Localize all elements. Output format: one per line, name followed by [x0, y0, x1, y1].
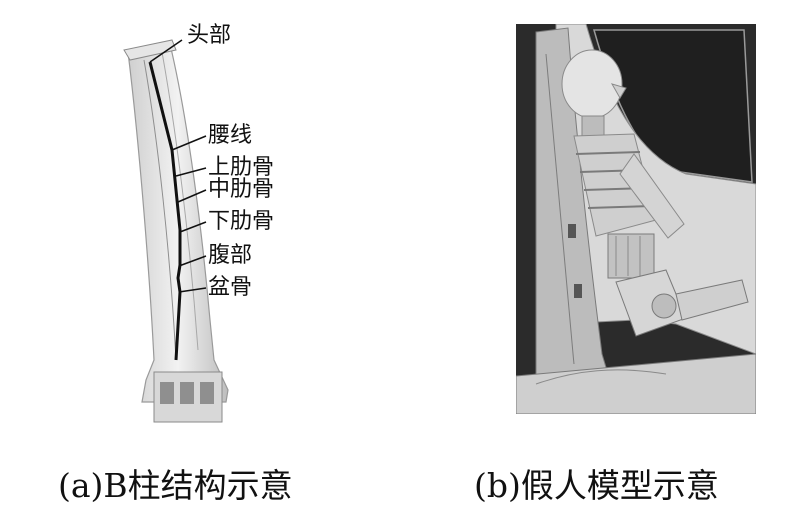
caption-a: (a)B柱结构示意 [58, 466, 293, 505]
label-pelvis: 盆骨 [208, 275, 253, 300]
leader-pelvis [178, 287, 207, 293]
pillar-top [123, 39, 177, 61]
label-head: 头部 [187, 23, 232, 48]
dummy-leg [675, 279, 749, 321]
leader-upper-rib [175, 167, 207, 177]
leader-lower-rib [179, 221, 207, 233]
b-pillar-diagram [123, 39, 229, 423]
leader-waist [171, 135, 207, 151]
leader-head [149, 39, 183, 63]
dummy-model-image [516, 24, 756, 414]
label-middle-rib: 中肋骨 [208, 177, 275, 202]
label-waist: 腰线 [208, 123, 253, 148]
label-upper-rib: 上肋骨 [208, 155, 275, 180]
leader-middle-rib [177, 189, 207, 203]
leader-abdomen [178, 255, 207, 267]
caption-b: (b)假人模型示意 [474, 466, 719, 505]
dummy-arm [619, 153, 685, 239]
label-abdomen: 腹部 [208, 243, 253, 268]
label-lower-rib: 下肋骨 [208, 209, 275, 234]
